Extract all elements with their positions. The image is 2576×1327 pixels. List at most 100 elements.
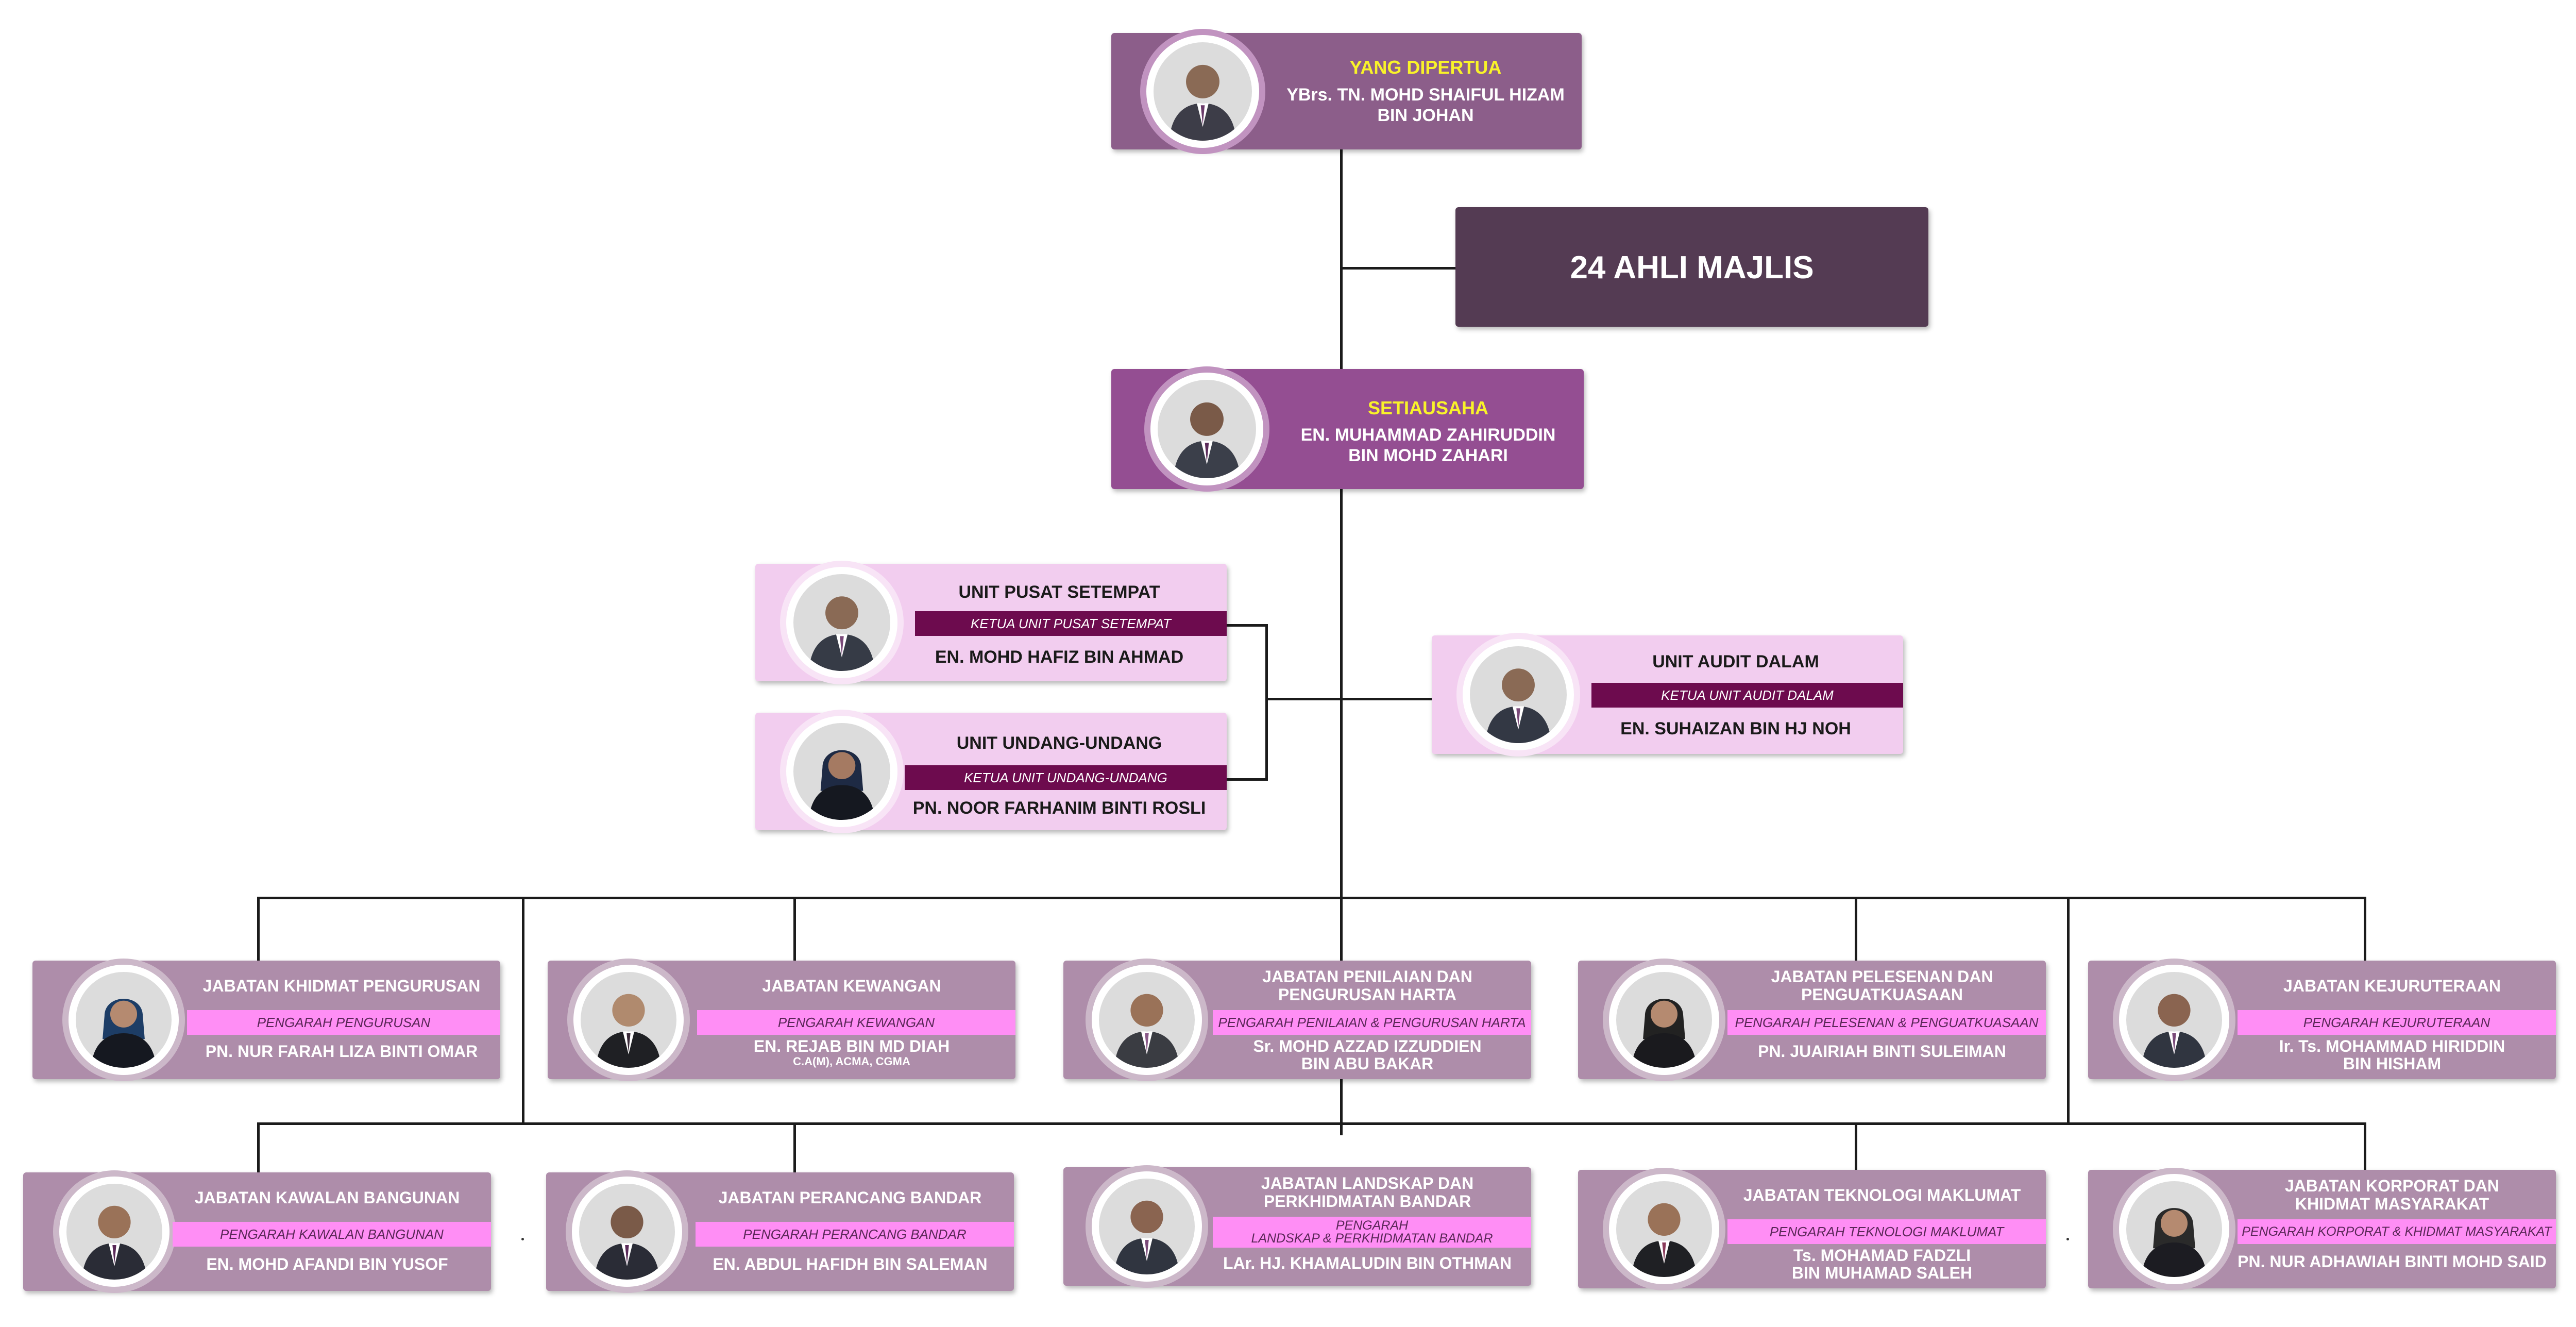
person-portrait-icon <box>596 994 662 1068</box>
connector-units-left-bracket <box>1265 624 1268 780</box>
unit-title: UNIT PUSAT SETEMPAT <box>958 582 1160 602</box>
secretary-photo <box>1150 373 1263 485</box>
president-card: YANG DIPERTUA YBrs. TN. MOHD SHAIFUL HIZ… <box>1111 33 1582 149</box>
unit-role-band: KETUA UNIT UNDANG-UNDANG <box>905 765 1227 790</box>
unit-name: EN. MOHD HAFIZ BIN AHMAD <box>935 647 1184 667</box>
department-head-name: PN. NUR FARAH LIZA BINTI OMAR <box>205 1042 478 1061</box>
department-role-band: PENGARAH PENGURUSAN <box>187 1010 500 1035</box>
department-photo <box>2119 965 2229 1075</box>
department-card: JABATAN TEKNOLOGI MAKLUMAT PENGARAH TEKN… <box>1578 1170 2046 1288</box>
department-role-band: PENGARAH PERANCANG BANDAR <box>696 1222 1014 1247</box>
person-portrait-icon <box>91 999 157 1068</box>
secretary-title: SETIAUSAHA <box>1367 397 1489 418</box>
department-role-band: PENGARAH KAWALAN BANGUNAN <box>173 1222 491 1247</box>
department-role-band: PENGARAH TEKNOLOGI MAKLUMAT <box>1727 1219 2046 1244</box>
unit-photo <box>786 716 897 827</box>
secretary-name: EN. MUHAMMAD ZAHIRUDDIN BIN MOHD ZAHARI <box>1281 425 1575 466</box>
department-title: JABATAN PERANCANG BANDAR <box>718 1188 982 1207</box>
connector-unit-pusat <box>1227 624 1268 627</box>
president-photo <box>1146 35 1259 148</box>
person-portrait-icon <box>2141 994 2207 1068</box>
department-photo <box>1092 965 1202 1075</box>
connector-row1-drop-1 <box>257 897 260 961</box>
department-head-name: PN. NUR ADHAWIAH BINTI MOHD SAID <box>2238 1252 2547 1271</box>
person-portrait-icon <box>809 750 875 820</box>
council-card: 24 AHLI MAJLIS <box>1455 207 1928 327</box>
department-card: JABATAN PERANCANG BANDAR PENGARAH PERANC… <box>546 1172 1014 1291</box>
connector-row1-bar <box>257 897 2366 899</box>
department-title: JABATAN TEKNOLOGI MAKLUMAT <box>1743 1186 2021 1204</box>
department-photo <box>2119 1174 2229 1284</box>
secretary-name-line1: EN. MUHAMMAD ZAHIRUDDIN <box>1300 425 1556 445</box>
person-portrait-icon <box>1114 1200 1180 1274</box>
connector-trunk <box>1340 149 1343 1135</box>
stray-dot-right <box>2066 1238 2069 1240</box>
unit-role-band: KETUA UNIT AUDIT DALAM <box>1591 683 1903 708</box>
department-photo <box>1609 965 1719 1075</box>
connector-row2-drop-2 <box>793 1122 796 1174</box>
secretary-card: SETIAUSAHA EN. MUHAMMAD ZAHIRUDDIN BIN M… <box>1111 369 1584 489</box>
department-card: JABATAN KAWALAN BANGUNAN PENGARAH KAWALA… <box>23 1172 491 1291</box>
person-portrait-icon <box>1631 999 1697 1068</box>
council-label: 24 AHLI MAJLIS <box>1570 250 1814 285</box>
department-photo <box>572 1177 682 1287</box>
department-title: JABATAN KHIDMAT PENGURUSAN <box>202 977 481 995</box>
secretary-name-line2: BIN MOHD ZAHARI <box>1348 446 1508 466</box>
department-photo <box>59 1177 170 1287</box>
department-role-band: PENGARAH KEWANGAN <box>697 1010 1015 1035</box>
connector-row2-drop-1 <box>257 1122 260 1174</box>
president-title: YANG DIPERTUA <box>1349 57 1502 78</box>
unit-role-band: KETUA UNIT PUSAT SETEMPAT <box>915 611 1227 636</box>
department-role-band: PENGARAH PELESENAN & PENGUATKUASAAN <box>1727 1010 2046 1035</box>
president-name: YBrs. TN. MOHD SHAIFUL HIZAM BIN JOHAN <box>1281 85 1570 126</box>
person-portrait-icon <box>1485 668 1551 743</box>
person-portrait-icon <box>1173 402 1241 478</box>
unit-title: UNIT AUDIT DALAM <box>1652 652 1819 671</box>
connector-council <box>1341 267 1455 270</box>
department-photo <box>1609 1174 1719 1284</box>
connector-row1-drop-2 <box>793 897 796 961</box>
connector-row1-drop-5 <box>2364 897 2366 961</box>
president-name-line2: BIN JOHAN <box>1377 106 1474 126</box>
department-title: JABATAN KEWANGAN <box>762 977 941 995</box>
department-head-name: LAr. HJ. KHAMALUDIN BIN OTHMAN <box>1223 1254 1512 1272</box>
department-photo <box>69 965 179 1075</box>
department-card: JABATAN KEJURUTERAAN PENGARAH KEJURUTERA… <box>2088 961 2556 1079</box>
unit-name: EN. SUHAIZAN BIN HJ NOH <box>1620 719 1851 738</box>
department-photo <box>1092 1171 1202 1282</box>
person-portrait-icon <box>1114 994 1180 1068</box>
department-card: JABATAN KEWANGAN PENGARAH KEWANGAN EN. R… <box>548 961 1015 1079</box>
connector-row1-drop-4 <box>1855 897 1857 961</box>
person-portrait-icon <box>1169 64 1236 141</box>
person-portrait-icon <box>809 596 875 671</box>
unit-card-audit-dalam: UNIT AUDIT DALAM KETUA UNIT AUDIT DALAM … <box>1432 635 1903 754</box>
connector-row2-bar <box>257 1122 2366 1125</box>
department-card: JABATAN KHIDMAT PENGURUSAN PENGARAH PENG… <box>32 961 500 1079</box>
stray-dot-left <box>521 1238 524 1240</box>
unit-name: PN. NOOR FARHANIM BINTI ROSLI <box>912 798 1206 818</box>
department-title: JABATAN KEJURUTERAAN <box>2283 977 2501 995</box>
person-portrait-icon <box>1631 1203 1697 1277</box>
unit-title: UNIT UNDANG-UNDANG <box>956 733 1162 753</box>
department-title: JABATAN KAWALAN BANGUNAN <box>194 1188 460 1207</box>
unit-card-pusat-setempat: UNIT PUSAT SETEMPAT KETUA UNIT PUSAT SET… <box>755 564 1227 681</box>
person-portrait-icon <box>2141 1208 2207 1277</box>
department-head-name: PN. JUAIRIAH BINTI SULEIMAN <box>1758 1042 2006 1061</box>
connector-right-spine <box>2067 897 2070 1123</box>
person-portrait-icon <box>594 1205 660 1280</box>
department-photo <box>573 965 684 1075</box>
